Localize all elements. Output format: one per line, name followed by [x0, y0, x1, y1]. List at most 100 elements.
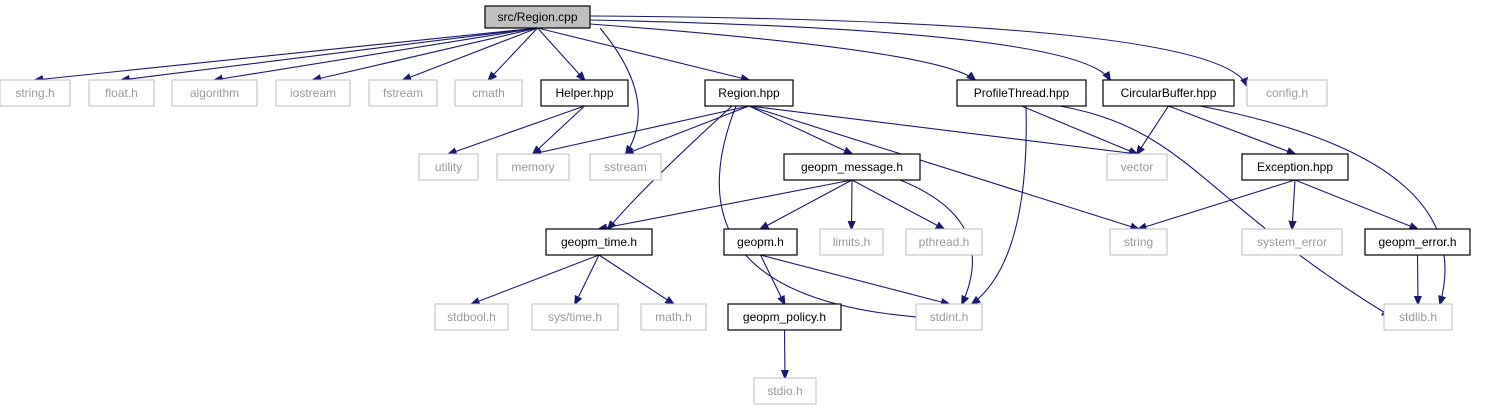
node-label: memory — [511, 160, 554, 174]
edge-geopm_h-to-stdint_h — [760, 254, 950, 304]
edge-region_hpp-to-string — [748, 105, 1139, 229]
edge-region_cpp-to-circularbuffer_hpp — [589, 19, 1110, 80]
edges-layer — [35, 15, 1445, 378]
edge-geopm_time_h-to-stdbool_h — [472, 254, 600, 304]
node-box — [915, 303, 983, 331]
node-box — [704, 79, 794, 107]
edge-region_cpp-to-config_h — [589, 15, 1247, 86]
edge-region_cpp-to-cmath — [489, 27, 538, 80]
node-label: fstream — [383, 86, 423, 100]
edge-region_cpp-to-iostream — [313, 27, 538, 80]
node-label: utility — [435, 160, 462, 174]
node-label: math.h — [655, 310, 692, 324]
node-box — [368, 79, 438, 107]
edge-region_cpp-to-string_h — [35, 27, 538, 80]
edge-helper_hpp-to-memory — [533, 105, 585, 154]
node-geopm-error-h[interactable]: geopm_error.h — [1364, 228, 1471, 256]
node-box — [819, 228, 884, 256]
node-label: string — [1124, 235, 1153, 249]
node-box — [275, 79, 351, 107]
node-box — [956, 79, 1087, 107]
node-label: system_error — [1257, 235, 1327, 249]
node-geopm-h[interactable]: geopm.h — [723, 228, 798, 256]
node-exception-hpp[interactable]: Exception.hpp — [1241, 153, 1349, 181]
edge-circularbuffer_hpp-to-stdlib_h — [1199, 105, 1445, 304]
node-label: src/Region.cpp — [497, 10, 577, 24]
node-box — [1106, 153, 1168, 181]
edge-geopm_time_h-to-math_h — [598, 254, 674, 304]
node-utility: utility — [418, 153, 479, 181]
node-stdbool-h: stdbool.h — [434, 303, 509, 331]
node-geopm-time-h[interactable]: geopm_time.h — [545, 228, 653, 256]
node-label: pthread.h — [919, 235, 970, 249]
node-box — [723, 228, 798, 256]
node-box — [434, 303, 509, 331]
node-sstream: sstream — [589, 153, 662, 181]
node-box — [1241, 153, 1349, 181]
node-label: config.h — [1266, 86, 1308, 100]
node-box — [1383, 303, 1453, 331]
edge-region_hpp-to-geopm_message_h — [748, 105, 852, 154]
node-box — [171, 79, 258, 107]
edge-geopm_h-to-geopm_policy_h — [760, 254, 785, 304]
node-label: Exception.hpp — [1257, 160, 1333, 174]
node-label: cmath — [472, 86, 505, 100]
node-label: iostream — [290, 86, 336, 100]
node-box — [1246, 79, 1328, 107]
node-math-h: math.h — [640, 303, 707, 331]
node-fstream: fstream — [368, 79, 438, 107]
node-cmath: cmath — [454, 79, 523, 107]
node-label: stdbool.h — [447, 310, 496, 324]
node-box — [0, 79, 71, 107]
node-box — [1364, 228, 1471, 256]
node-profilethread-hpp[interactable]: ProfileThread.hpp — [956, 79, 1087, 107]
node-memory: memory — [496, 153, 570, 181]
node-label: stdio.h — [767, 384, 802, 398]
node-label: stdlib.h — [1399, 310, 1437, 324]
edge-region_cpp-to-fstream — [403, 27, 538, 80]
edge-circularbuffer_hpp-to-exception_hpp — [1168, 105, 1296, 154]
node-label: algorithm — [190, 86, 239, 100]
edge-geopm_error_h-to-stdlib_h — [1418, 254, 1419, 304]
node-box — [1102, 79, 1235, 107]
node-box — [727, 303, 842, 331]
node-region-cpp[interactable]: src/Region.cpp — [484, 5, 591, 29]
node-label: ProfileThread.hpp — [974, 86, 1070, 100]
node-algorithm: algorithm — [171, 79, 258, 107]
edge-region_cpp-to-float_h — [122, 27, 538, 80]
node-box — [484, 5, 591, 29]
node-sys-time-h: sys/time.h — [531, 303, 619, 331]
edge-profilethread_hpp-to-vector — [1021, 105, 1138, 154]
edge-region_hpp-to-stdint_h — [718, 105, 930, 318]
node-label: Helper.hpp — [555, 86, 613, 100]
node-system-error: system_error — [1241, 228, 1343, 256]
node-label: geopm.h — [737, 235, 784, 249]
edge-exception_hpp-to-string — [1139, 179, 1296, 229]
node-region-hpp[interactable]: Region.hpp — [704, 79, 794, 107]
node-label: string.h — [15, 86, 54, 100]
node-label: geopm_error.h — [1378, 235, 1456, 249]
node-geopm-message-h[interactable]: geopm_message.h — [783, 153, 921, 181]
node-iostream: iostream — [275, 79, 351, 107]
node-helper-hpp[interactable]: Helper.hpp — [540, 79, 629, 107]
node-label: CircularBuffer.hpp — [1121, 86, 1217, 100]
node-box — [1241, 228, 1343, 256]
node-label: geopm_time.h — [561, 235, 637, 249]
node-string-h: string.h — [0, 79, 71, 107]
node-box — [531, 303, 619, 331]
edge-region_hpp-to-sstream — [626, 105, 750, 154]
edge-profilethread_hpp-to-stdlib_h — [1059, 105, 1390, 316]
node-label: limits.h — [833, 235, 870, 249]
node-box — [496, 153, 570, 181]
node-label: Region.hpp — [718, 86, 780, 100]
edge-geopm_message_h-to-geopm_time_h — [599, 179, 853, 229]
edge-region_cpp-to-profilethread_hpp — [589, 23, 975, 80]
node-box — [783, 153, 921, 181]
node-box — [545, 228, 653, 256]
node-geopm-policy-h[interactable]: geopm_policy.h — [727, 303, 842, 331]
edge-geopm_message_h-to-geopm_h — [761, 179, 853, 229]
node-circularbuffer-hpp[interactable]: CircularBuffer.hpp — [1102, 79, 1235, 107]
node-label: sys/time.h — [548, 310, 602, 324]
node-stdio-h: stdio.h — [753, 377, 817, 405]
